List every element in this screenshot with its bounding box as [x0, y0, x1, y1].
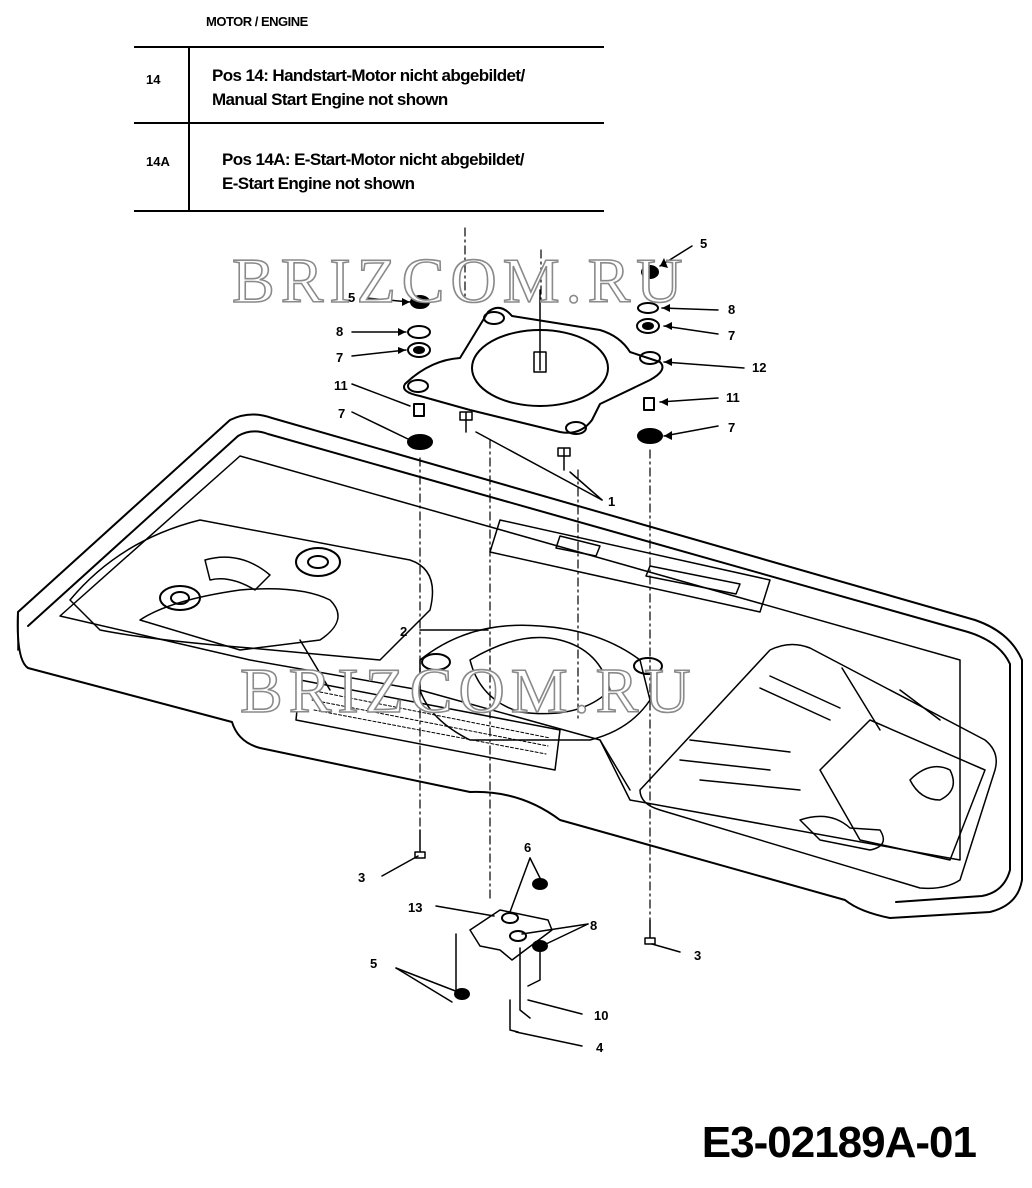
engine-adapter-plate — [403, 306, 664, 434]
legend-row-14a: 14A Pos 14A: E-Start-Motor nicht abgebil… — [134, 122, 604, 212]
legend-description: Pos 14: Handstart-Motor nicht abgebildet… — [212, 64, 525, 112]
watermark-text: BRIZCOM.RU — [232, 245, 689, 316]
right-blade-chamber — [639, 643, 997, 890]
callout-label: 11 — [726, 390, 740, 405]
callout-label: 6 — [524, 840, 531, 855]
callout-label: 11 — [334, 378, 348, 393]
callout-label: 10 — [594, 1008, 608, 1023]
legend-line: Manual Start Engine not shown — [212, 90, 448, 109]
page-title: MOTOR / ENGINE — [206, 14, 308, 29]
document-id: E3-02189A-01 — [701, 1118, 977, 1167]
mounting-bracket — [469, 909, 553, 961]
callout-label: 7 — [728, 420, 735, 435]
legend-code: 14A — [146, 154, 170, 169]
callout-label: 5 — [700, 236, 707, 251]
callout-label: 8 — [590, 918, 597, 933]
left-blade-chamber — [69, 519, 434, 661]
legend-code: 14 — [146, 72, 161, 87]
callout-label: 8 — [336, 324, 343, 339]
legend-line: Pos 14: Handstart-Motor nicht abgebildet… — [212, 66, 525, 85]
mower-deck-outline — [16, 413, 1023, 919]
legend-divider — [188, 46, 190, 210]
callout-label: 12 — [752, 360, 766, 375]
callout-label: 1 — [608, 494, 615, 509]
callout-label: 8 — [728, 302, 735, 317]
callout-label: 2 — [400, 624, 407, 639]
callout-numbers: 5 5 8 8 7 7 12 11 11 7 7 1 2 3 3 6 13 8 … — [334, 236, 766, 1055]
belt-channel — [295, 679, 561, 771]
legend-row-14: 14 Pos 14: Handstart-Motor nicht abgebil… — [134, 46, 604, 122]
callout-label: 5 — [348, 290, 355, 305]
callout-label: 7 — [728, 328, 735, 343]
callout-label: 3 — [358, 870, 365, 885]
legend-line: Pos 14A: E-Start-Motor nicht abgebildet/ — [222, 150, 524, 169]
watermark-text: BRIZCOM.RU — [240, 655, 697, 726]
callout-label: 5 — [370, 956, 377, 971]
callout-label: 3 — [694, 948, 701, 963]
callout-label: 7 — [338, 406, 345, 421]
legend-description: Pos 14A: E-Start-Motor nicht abgebildet/… — [222, 148, 524, 196]
callout-label: 13 — [408, 900, 422, 915]
legend-line: E-Start Engine not shown — [222, 174, 415, 193]
callout-label: 7 — [336, 350, 343, 365]
callout-label: 4 — [596, 1040, 604, 1055]
parts-legend-table: 14 Pos 14: Handstart-Motor nicht abgebil… — [134, 46, 604, 212]
